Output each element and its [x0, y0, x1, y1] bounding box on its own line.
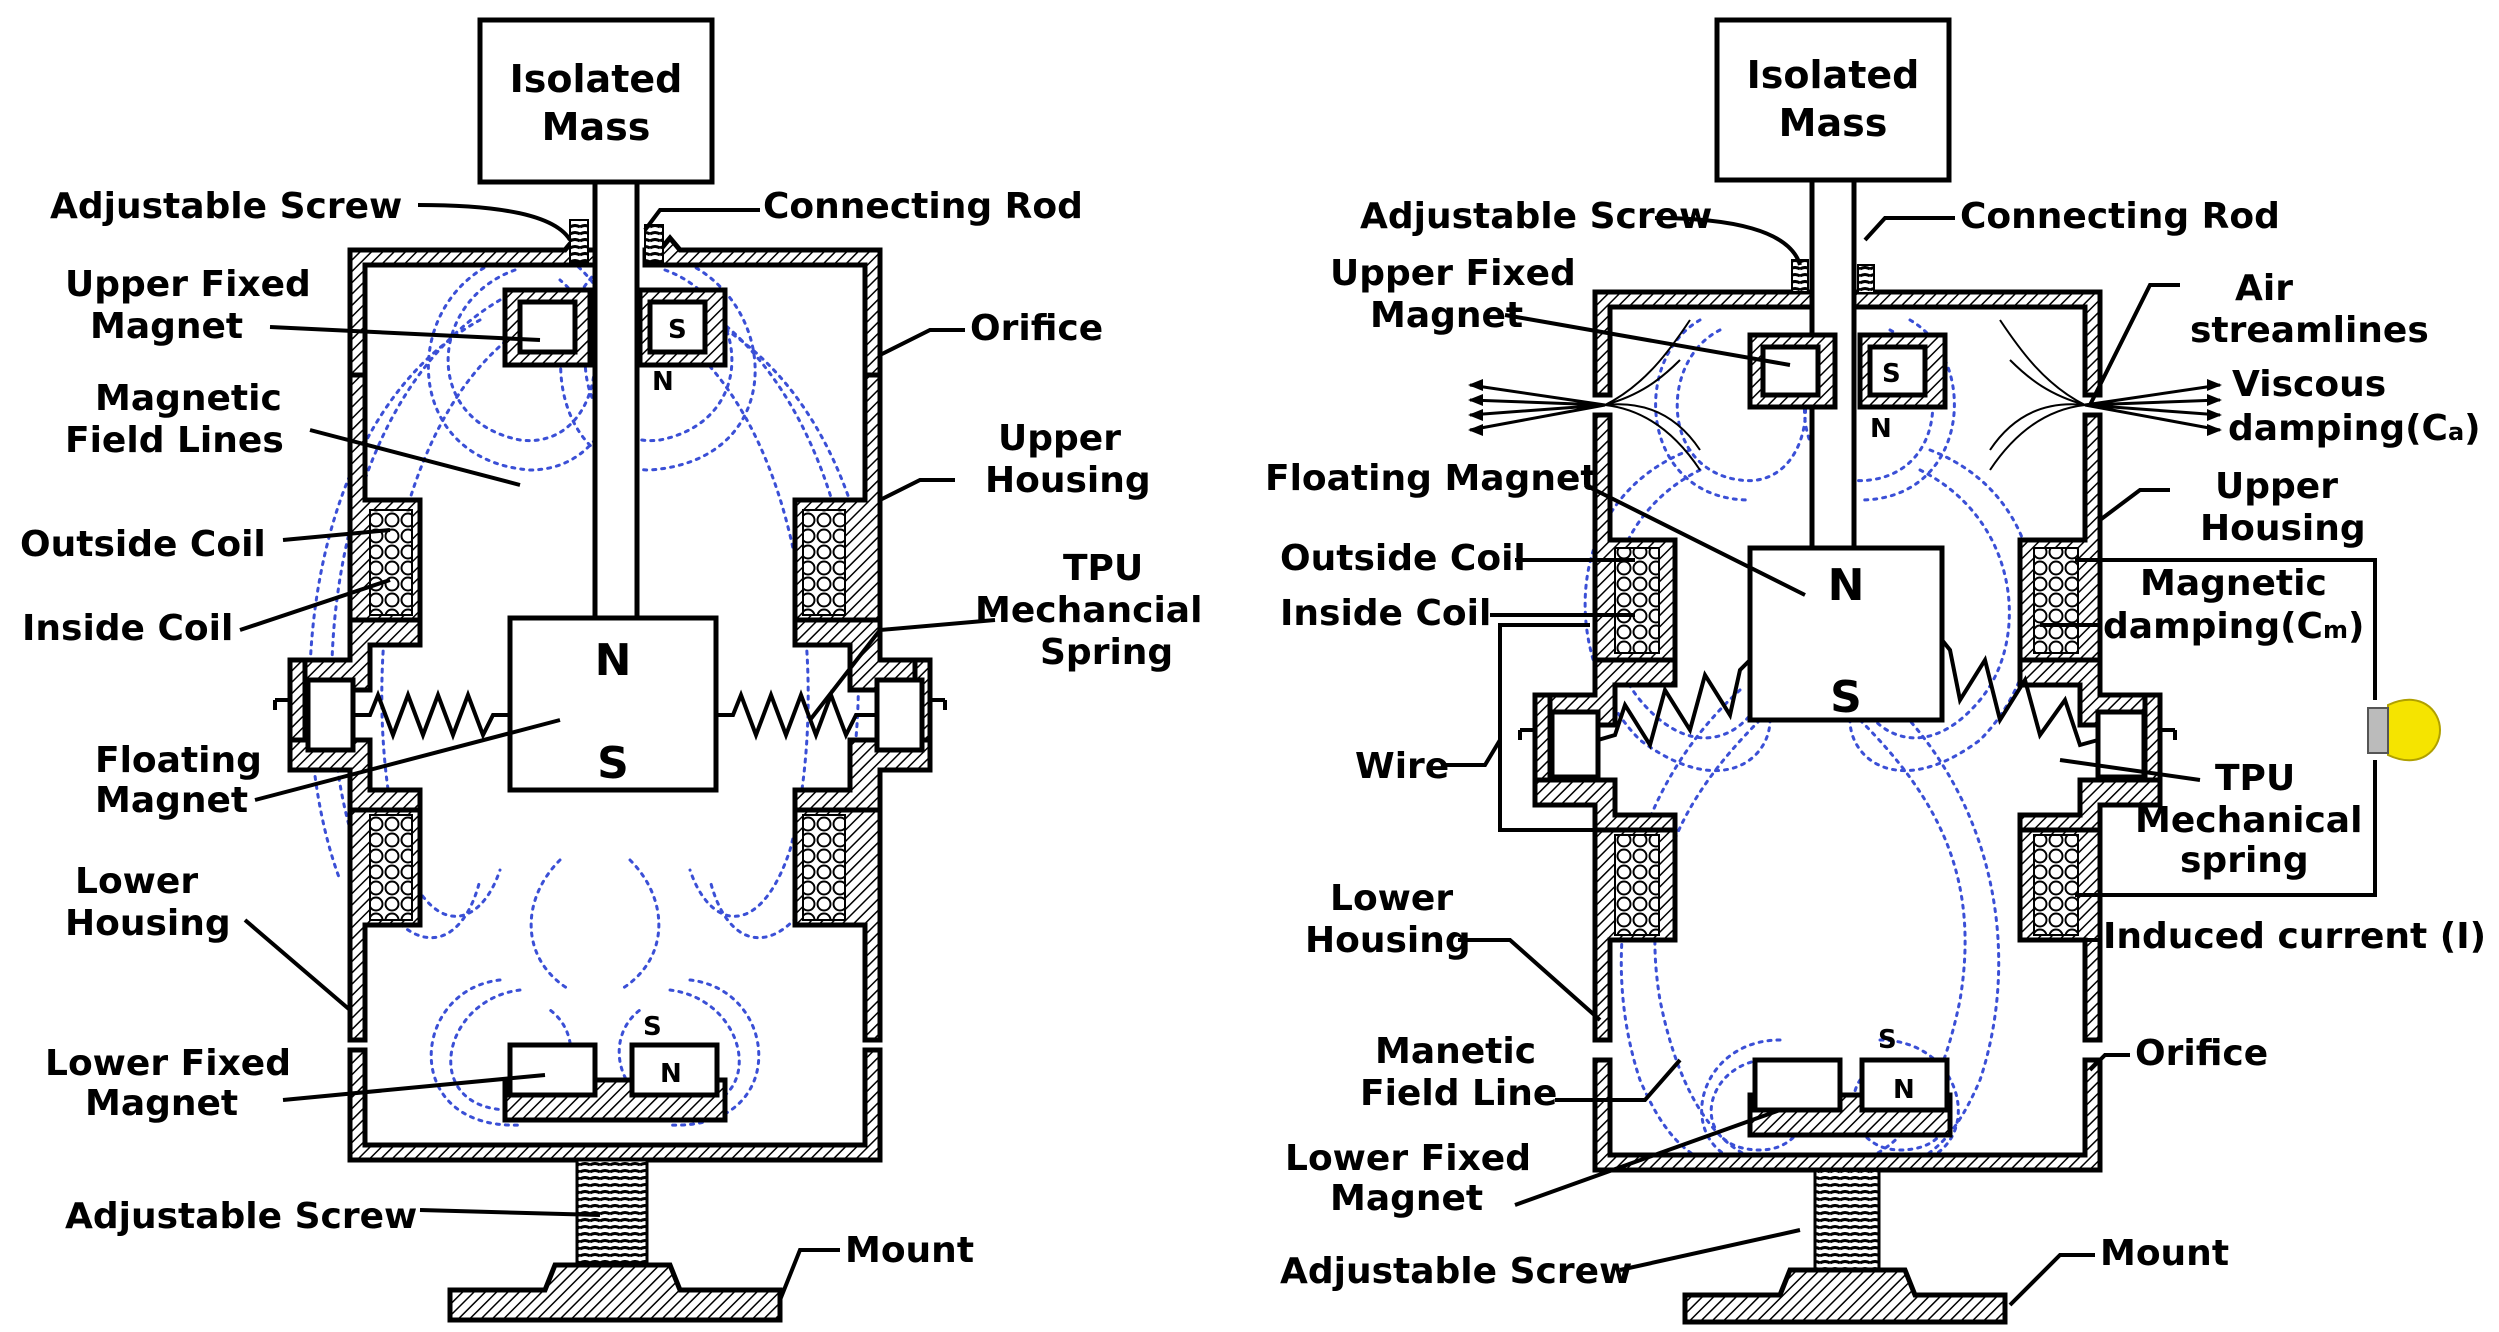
left-upper-s: S — [668, 315, 687, 345]
right-label-magnetic-damping-1: Magnetic — [2140, 563, 2327, 604]
right-label-tpu-spring-1: TPU — [2215, 758, 2295, 799]
right-label-viscous-damping-2: damping(Ca) — [2228, 408, 2481, 449]
left-mount — [447, 1262, 783, 1323]
left-label-floating-magnet-2: Magnet — [95, 780, 248, 821]
right-label-upper-fixed-magnet-2: Magnet — [1370, 295, 1523, 336]
right-label-outside-coil: Outside Coil — [1280, 538, 1526, 579]
right-label-lower-housing-2: Housing — [1305, 920, 1471, 961]
right-label-air-streamlines-2: streamlines — [2190, 310, 2429, 351]
right-tpu-spring-right — [1940, 638, 2099, 748]
left-lower-s: S — [643, 1012, 662, 1042]
right-label-upper-housing-1: Upper — [2215, 466, 2338, 507]
left-lower-n: N — [660, 1059, 682, 1089]
left-top-adjustable-screw — [569, 219, 589, 263]
left-label-lower-fixed-magnet-1: Lower Fixed — [45, 1043, 291, 1084]
right-pole-s: S — [1830, 672, 1862, 723]
left-label-upper-fixed-magnet-2: Magnet — [90, 306, 243, 347]
right-label-upper-housing-2: Housing — [2200, 508, 2366, 549]
right-floating-magnet — [1747, 545, 1945, 723]
right-label-wire: Wire — [1355, 746, 1449, 787]
right-bottom-adjustable-screw — [1813, 1168, 1881, 1272]
left-label-tpu-spring-2: Mechancial — [975, 590, 1202, 631]
right-label-magnetic-damping-2: damping(Cm) — [2103, 606, 2364, 647]
left-label-field-lines-2: Field Lines — [65, 420, 284, 461]
right-pole-n: N — [1828, 560, 1865, 611]
right-label-connecting-rod: Connecting Rod — [1960, 196, 2280, 237]
right-label-adjustable-screw-bottom: Adjustable Screw — [1280, 1251, 1632, 1292]
right-label-upper-fixed-magnet-1: Upper Fixed — [1330, 253, 1576, 294]
left-label-field-lines-1: Magnetic — [95, 378, 282, 419]
right-housing — [1518, 276, 2177, 1173]
right-label-tpu-spring-2: Mechanical — [2135, 800, 2362, 841]
right-tpu-spring-left — [1597, 658, 1752, 750]
left-label-outside-coil: Outside Coil — [20, 524, 266, 565]
left-mass-label-1: Isolated — [510, 57, 683, 101]
left-label-upper-housing-1: Upper — [998, 418, 1121, 459]
left-label-tpu-spring-3: Spring — [1040, 632, 1173, 673]
right-lower-n: N — [1893, 1075, 1915, 1105]
right-mount — [1682, 1267, 2008, 1325]
left-label-adjustable-screw-top: Adjustable Screw — [50, 186, 402, 227]
right-label-adjustable-screw-top: Adjustable Screw — [1360, 196, 1712, 237]
left-label-connecting-rod: Connecting Rod — [763, 186, 1083, 227]
right-label-inside-coil: Inside Coil — [1280, 593, 1491, 634]
left-pole-n: N — [595, 635, 632, 686]
right-label-air-streamlines-1: Air — [2235, 268, 2293, 309]
left-label-lower-housing-1: Lower — [75, 861, 198, 902]
left-pole-s: S — [597, 738, 629, 789]
right-label-manetic-field-line-1: Manetic — [1375, 1031, 1536, 1072]
left-connecting-rod — [592, 179, 640, 625]
left-upper-n: N — [652, 367, 674, 397]
right-label-mount: Mount — [2100, 1233, 2229, 1274]
left-label-lower-housing-2: Housing — [65, 903, 231, 944]
right-label-viscous-damping-1: Viscous — [2232, 364, 2386, 405]
right-wire-right — [2075, 558, 2377, 897]
left-label-orifice: Orifice — [970, 308, 1103, 349]
right-label-tpu-spring-3: spring — [2180, 840, 2309, 881]
right-lower-s: S — [1878, 1025, 1897, 1055]
right-wire-left — [1498, 623, 1595, 832]
left-tpu-spring-right — [716, 689, 877, 741]
right-label-lower-housing-1: Lower — [1330, 878, 1453, 919]
bulb-icon — [2367, 698, 2442, 762]
left-label-mount: Mount — [845, 1230, 974, 1271]
right-label-lower-fixed-magnet-1: Lower Fixed — [1285, 1138, 1531, 1179]
right-label-induced-current: Induced current (I) — [2103, 916, 2486, 957]
right-upper-s: S — [1882, 359, 1901, 389]
right-label-manetic-field-line-2: Field Line — [1360, 1073, 1557, 1114]
left-figure: Isolated Mass S N N S S N — [20, 17, 1202, 1323]
right-mass-label-1: Isolated — [1747, 53, 1920, 97]
right-mass-label-2: Mass — [1779, 101, 1888, 145]
left-label-lower-fixed-magnet-2: Magnet — [85, 1083, 238, 1124]
right-label-orifice: Orifice — [2135, 1033, 2268, 1074]
right-upper-n: N — [1870, 414, 1892, 444]
right-label-lower-fixed-magnet-2: Magnet — [1330, 1178, 1483, 1219]
left-label-floating-magnet-1: Floating — [95, 740, 262, 781]
left-label-upper-housing-2: Housing — [985, 460, 1151, 501]
left-tpu-spring-left — [353, 689, 510, 741]
left-label-adjustable-screw-bottom: Adjustable Screw — [65, 1196, 417, 1237]
right-figure: Isolated Mass S N N S S N — [1265, 17, 2486, 1325]
left-label-tpu-spring-1: TPU — [1063, 548, 1143, 589]
left-floating-magnet — [507, 615, 719, 793]
left-isolated-mass — [477, 17, 715, 185]
right-label-floating-magnet: Floating Magnet — [1265, 458, 1598, 499]
left-mass-label-2: Mass — [542, 105, 651, 149]
right-air-streamlines — [1468, 319, 2222, 471]
left-label-inside-coil: Inside Coil — [22, 608, 233, 649]
right-isolated-mass — [1714, 17, 1952, 183]
left-label-upper-fixed-magnet-1: Upper Fixed — [65, 264, 311, 305]
